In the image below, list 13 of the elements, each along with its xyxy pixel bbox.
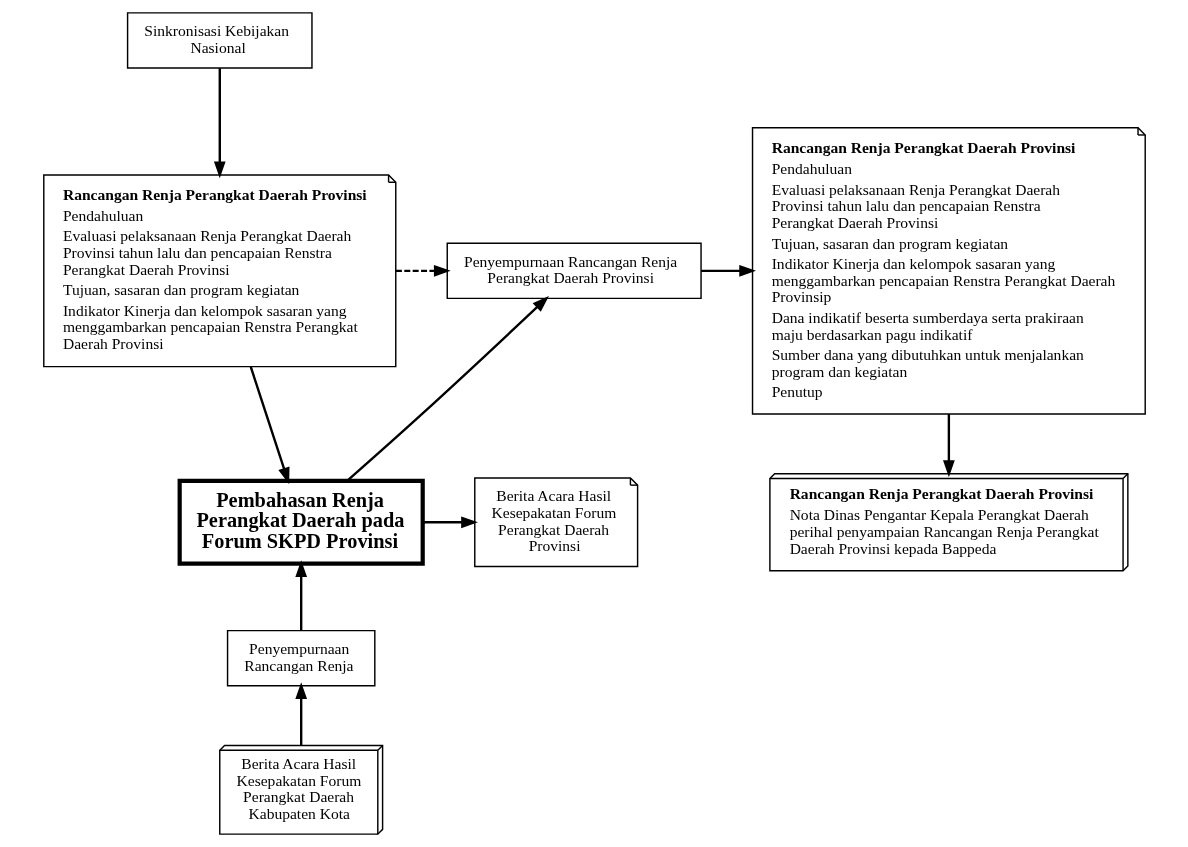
arrow [213,68,226,179]
node-box: Sinkronisasi Kebijakan Nasional [126,12,313,69]
arrow [422,516,478,529]
arrow [294,560,307,631]
arrow [395,265,451,277]
arrow [942,414,955,478]
node-box: Penyempurnaan Rancangan Renja Perangkat Daerah Provinsi [446,242,702,300]
node-box: Pembahasan Renja Perangkat Daerah pada Forum SKPD Provinsi [177,478,425,566]
arrow [346,295,549,482]
arrow [249,366,289,485]
arrow [700,265,756,277]
arrow [294,682,307,746]
node-box: Penyempurnaan Rancangan Renja [226,629,376,687]
